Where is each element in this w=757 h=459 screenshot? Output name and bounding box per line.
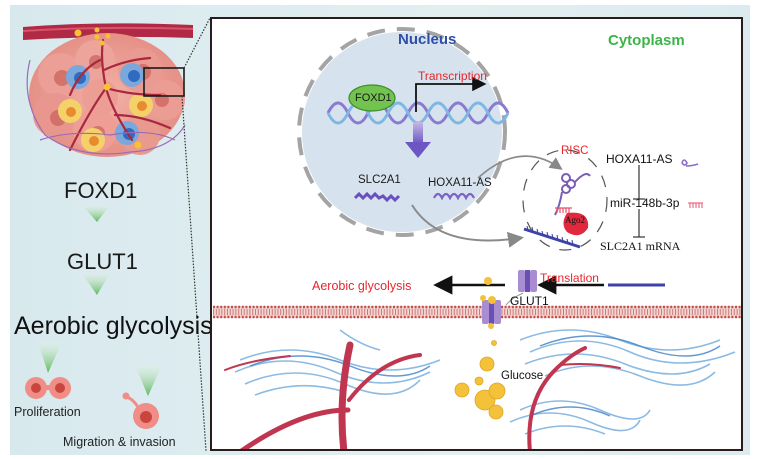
glucose-label: Glucose <box>501 370 544 382</box>
transcription-label: Transcription <box>418 69 487 83</box>
tumor-cluster-icon <box>26 27 186 157</box>
hoxa11-as-nucleus-label: HOXA11-AS <box>428 177 492 189</box>
cell-membrane <box>213 305 741 319</box>
risc-label: RISC <box>561 145 589 157</box>
pathway-step-glut1: GLUT1 <box>67 249 138 274</box>
hoxa11-as-export-arrow <box>477 155 563 179</box>
membrane-glut1-icon <box>480 295 501 329</box>
slc2a1-mrna-strand-icon <box>523 227 581 249</box>
capillary-vessel-icon <box>224 341 621 449</box>
aerobic-glycolysis-label: Aerobic glycolysis <box>312 279 412 293</box>
down-arrow-icon <box>405 122 431 158</box>
nucleus-compartment <box>297 27 507 237</box>
mirna-small-icon <box>688 202 703 208</box>
inhibition-lines <box>633 165 645 238</box>
green-arrow-icon <box>38 205 162 396</box>
cytoplasm-label: Cytoplasm <box>608 32 685 49</box>
outcome-migration-invasion: Migration & invasion <box>63 435 176 449</box>
glucose-cluster-icon <box>454 340 506 420</box>
hoxa11-as-lncrna-icon <box>554 173 591 216</box>
zoom-connector-lines <box>181 17 211 452</box>
foxd1-protein-icon <box>348 84 396 112</box>
glut1-transporter-icon <box>518 270 537 292</box>
pathway-step-foxd1: FOXD1 <box>64 178 138 203</box>
glut1-label: GLUT1 <box>510 294 549 308</box>
mirna-icon <box>555 207 572 213</box>
ago2-protein-icon <box>563 212 589 236</box>
zoom-region-box <box>143 67 185 97</box>
slc2a1-label: SLC2A1 <box>358 174 401 186</box>
outcome-proliferation: Proliferation <box>14 405 81 419</box>
translation-label: Translation <box>540 271 599 285</box>
slc2a1-transcript-icon <box>353 191 401 203</box>
ago2-label: Ago2 <box>565 215 585 225</box>
risc-complex-boundary <box>522 149 608 251</box>
blood-vessel-icon <box>22 23 194 40</box>
axis-slc2a1-mrna-label: SLC2A1 mRNA <box>600 239 681 253</box>
transcription-arrow <box>415 76 487 112</box>
fibroblast-cell-icon <box>58 93 153 152</box>
lncrna-small-icon <box>681 159 699 167</box>
nucleus-label: Nucleus <box>398 31 457 48</box>
slc2a1-export-arrow <box>411 204 524 248</box>
migrating-cell-icon <box>122 392 159 429</box>
axis-hoxa11-as-label: HOXA11-AS <box>606 152 673 166</box>
axis-mir-148b-3p-label: miR-148b-3p <box>610 196 680 210</box>
foxd1-label: FOXD1 <box>355 92 392 104</box>
pathway-step-aerobic-glycolysis: Aerobic glycolysis <box>14 312 213 340</box>
glucose-molecule-icon <box>484 277 492 285</box>
dividing-cell-icon <box>25 377 71 399</box>
hoxa11-as-transcript-icon <box>433 192 475 201</box>
